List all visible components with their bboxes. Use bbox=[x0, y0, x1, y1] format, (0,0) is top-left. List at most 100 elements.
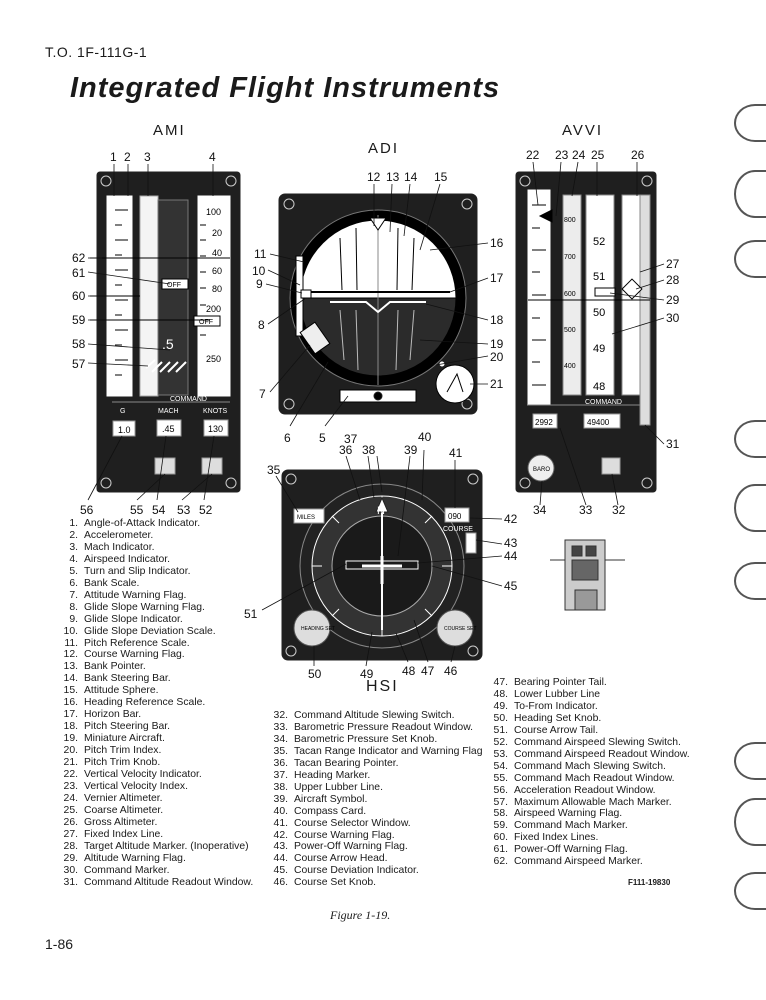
avvi-alt-tick: 49 bbox=[593, 343, 605, 355]
hsi-course-set-label: COURSE SET bbox=[444, 626, 477, 632]
ami-speed-tick: 40 bbox=[212, 248, 222, 258]
callout-53: 53 bbox=[177, 503, 191, 517]
avvi-alt-tick: 50 bbox=[593, 307, 605, 319]
ami-face-labels: .5 COMMAND G MACH KNOTS bbox=[120, 336, 227, 415]
ami-command-label: COMMAND bbox=[170, 396, 207, 403]
legend-item: 7.Attitude Warning Flag. bbox=[69, 589, 187, 601]
ami-g-window: 1.0 bbox=[118, 425, 131, 435]
callout-60: 60 bbox=[72, 289, 86, 303]
callout-62: 62 bbox=[72, 251, 86, 265]
legend-item: 39.Aircraft Symbol. bbox=[273, 793, 368, 805]
ami-off-flag: OFF bbox=[167, 282, 181, 289]
legend-item: 19.Miniature Aircraft. bbox=[63, 733, 165, 745]
callout-1: 1 bbox=[110, 150, 117, 164]
legend-item: 59.Command Mach Marker. bbox=[493, 820, 628, 832]
binder-tab bbox=[734, 420, 766, 458]
hsi-face-text: MILES 090 HEADING SET COURSE SET bbox=[297, 512, 477, 632]
hsi-course-label: COURSE bbox=[443, 526, 473, 533]
callout-22: 22 bbox=[526, 148, 540, 162]
legend-item: 62.Command Airspeed Marker. bbox=[493, 856, 643, 868]
ami-mach-digit: .5 bbox=[162, 336, 174, 352]
callout-52: 52 bbox=[199, 503, 213, 517]
ami-instrument bbox=[90, 171, 241, 493]
legend-item: 28.Target Altitude Marker. (Inoperative) bbox=[63, 840, 249, 852]
avvi-vv-tick: 700 bbox=[564, 254, 576, 261]
ami-face-text: 100 20 40 60 80 200 250 OFF OFF 1.0 .45 … bbox=[118, 207, 223, 435]
callout-41: 41 bbox=[449, 446, 463, 460]
avvi-alt-tick: 52 bbox=[593, 236, 605, 248]
callout-40: 40 bbox=[418, 430, 432, 444]
legend-item: 23.Vertical Velocity Index. bbox=[63, 780, 188, 792]
legend-item: 4.Airspeed Indicator. bbox=[69, 553, 171, 565]
document-header: T.O. 1F-111G-1 bbox=[45, 44, 148, 60]
legend-item: 50.Heading Set Knob. bbox=[493, 712, 602, 724]
callout-16: 16 bbox=[490, 236, 504, 250]
hsi-miles-label: MILES bbox=[297, 515, 315, 521]
callout-45: 45 bbox=[504, 579, 518, 593]
callout-4: 4 bbox=[209, 150, 216, 164]
ami-speed-tick: 200 bbox=[206, 304, 221, 314]
callout-5: 5 bbox=[319, 431, 326, 445]
callout-6: 6 bbox=[284, 431, 291, 445]
callout-2: 2 bbox=[124, 150, 131, 164]
avvi-alt-tick: 48 bbox=[593, 381, 605, 393]
avvi-alt-window: 49400 bbox=[587, 418, 610, 427]
figure-id: F111-19830 bbox=[628, 878, 671, 887]
avvi-vv-tick: 500 bbox=[564, 327, 576, 334]
ami-speed-tick: 250 bbox=[206, 354, 221, 364]
callout-18: 18 bbox=[490, 313, 504, 327]
legend-item: 27.Fixed Index Line. bbox=[63, 828, 164, 840]
ami-label: AMI bbox=[153, 122, 186, 139]
binder-tab bbox=[734, 170, 766, 218]
avvi-face-labels: COMMAND bbox=[585, 399, 622, 406]
legend-item: 25.Coarse Altimeter. bbox=[63, 804, 164, 816]
legend-item: 60.Fixed Index Lines. bbox=[493, 832, 599, 844]
ami-speed-tick: 100 bbox=[206, 207, 221, 217]
ami-speed-tick: 20 bbox=[212, 228, 222, 238]
callout-3: 3 bbox=[144, 150, 151, 164]
binder-tab bbox=[734, 742, 766, 780]
callout-13: 13 bbox=[386, 170, 400, 184]
legend-item: 57.Maximum Allowable Mach Marker. bbox=[493, 796, 672, 808]
legend-item: 40.Compass Card. bbox=[273, 805, 367, 817]
avvi-vv-tick: 800 bbox=[564, 217, 576, 224]
hsi-heading-set-label: HEADING SET bbox=[301, 626, 335, 632]
callout-37: 37 bbox=[344, 432, 358, 446]
callout-28: 28 bbox=[666, 273, 680, 287]
callout-48: 48 bbox=[402, 664, 416, 678]
callout-29: 29 bbox=[666, 293, 680, 307]
legend-item: 21.Pitch Trim Knob. bbox=[63, 757, 161, 769]
callout-12: 12 bbox=[367, 170, 381, 184]
legend-item: 58.Airspeed Warning Flag. bbox=[493, 808, 623, 820]
hsi-north-marker: N bbox=[377, 505, 385, 517]
legend-item: 52.Command Airspeed Slewing Switch. bbox=[493, 736, 681, 748]
hsi-label: HSI bbox=[366, 678, 399, 695]
instrument-illustration: 100 20 40 60 80 200 250 OFF OFF 1.0 .45 … bbox=[72, 148, 680, 681]
callout-56: 56 bbox=[80, 503, 94, 517]
ami-off-flag: OFF bbox=[199, 319, 213, 326]
legend-item: 24.Vernier Altimeter. bbox=[63, 792, 163, 804]
legend-item: 31.Command Altitude Readout Window. bbox=[63, 876, 254, 888]
callout-17: 17 bbox=[490, 271, 504, 285]
callout-11: 11 bbox=[254, 247, 267, 261]
callout-32: 32 bbox=[612, 503, 626, 517]
legend-item: 46.Course Set Knob. bbox=[273, 877, 377, 889]
callout-23: 23 bbox=[555, 148, 569, 162]
legend-item: 34.Barometric Pressure Set Knob. bbox=[273, 733, 438, 745]
ami-speed-tick: 80 bbox=[212, 284, 222, 294]
adi-instrument bbox=[278, 193, 478, 415]
callout-9: 9 bbox=[256, 277, 263, 291]
legend-column-1: 1.Angle-of-Attack Indicator. 2.Accelerom… bbox=[56, 518, 254, 889]
hsi-face-labels: COURSE N bbox=[377, 505, 473, 533]
callout-7: 7 bbox=[259, 387, 266, 401]
adi-label: ADI bbox=[368, 140, 400, 157]
legend-item: 14.Bank Steering Bar. bbox=[63, 673, 171, 685]
cockpit-location-sketch bbox=[550, 539, 625, 611]
callout-38: 38 bbox=[362, 443, 376, 457]
callout-34: 34 bbox=[533, 503, 547, 517]
legend-item: 12.Course Warning Flag. bbox=[63, 649, 185, 661]
legend-item: 55.Command Mach Readout Window. bbox=[493, 772, 675, 784]
legend-item: 54.Command Mach Slewing Switch. bbox=[493, 760, 666, 772]
legend-item: 2.Accelerometer. bbox=[69, 529, 154, 541]
callout-47: 47 bbox=[421, 664, 435, 678]
